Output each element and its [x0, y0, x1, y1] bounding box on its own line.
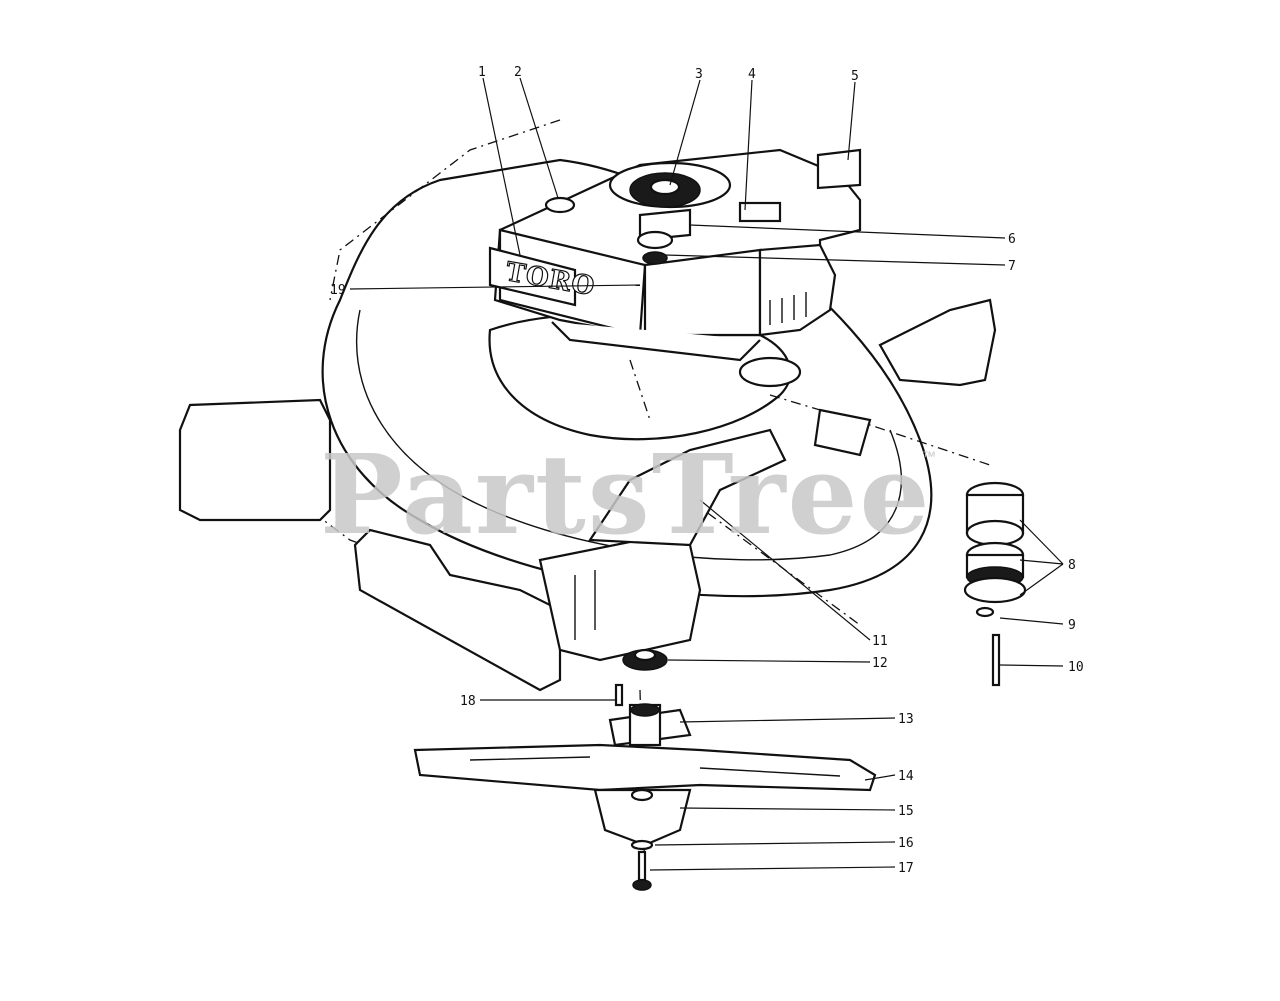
- callout-7: 7: [1008, 259, 1016, 274]
- centerline: [769, 394, 991, 466]
- callout-5: 5: [851, 69, 859, 84]
- callout-17: 17: [898, 861, 914, 876]
- wheel-assembly: [963, 481, 1027, 687]
- callout-11: 11: [872, 634, 888, 649]
- callout-9: 9: [1068, 618, 1076, 633]
- centerline: [329, 119, 561, 301]
- callout-8: 8: [1068, 558, 1076, 573]
- callout-18: 18: [460, 694, 476, 709]
- callout-10: 10: [1068, 660, 1084, 675]
- callout-12: 12: [872, 656, 888, 671]
- blade: [413, 743, 877, 792]
- callout-6: 6: [1008, 232, 1016, 247]
- callout-1: 1: [478, 65, 486, 80]
- blade-adapter: [608, 648, 692, 747]
- callout-labels: 1 2 3 4 5 6 7 8 9 10 11 12 13 14 15 16 1…: [330, 65, 1084, 876]
- callout-14: 14: [898, 769, 914, 784]
- callout-15: 15: [898, 804, 914, 819]
- leader-lines: [349, 77, 1064, 871]
- stiffener-and-bolt: [593, 788, 692, 891]
- callout-16: 16: [898, 836, 914, 851]
- callout-3: 3: [695, 67, 703, 82]
- callout-4: 4: [748, 67, 756, 82]
- callout-19: 19: [330, 283, 346, 298]
- handle-brackets: [178, 298, 997, 692]
- trademark-mark: ™: [922, 448, 936, 464]
- callout-2: 2: [514, 65, 522, 80]
- centerline: [629, 359, 651, 421]
- callout-13: 13: [898, 712, 914, 727]
